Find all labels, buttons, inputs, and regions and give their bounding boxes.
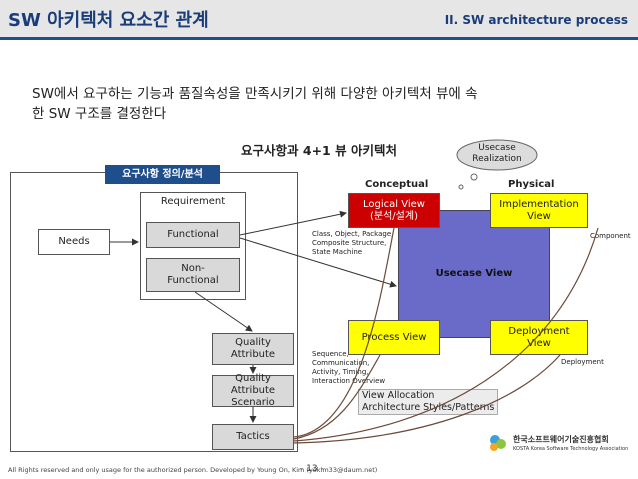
tactics-to-deployment-curve	[293, 354, 561, 444]
usecase-view-label: Usecase View	[435, 268, 513, 279]
quality-attribute-label-2: Attribute	[230, 349, 276, 360]
functional-to-usecase-arrow	[239, 237, 397, 288]
allocation-line-1: View Allocation	[362, 390, 435, 401]
functional-to-logical-arrow	[239, 210, 347, 236]
usecase-view-box	[398, 210, 550, 338]
tactics-box: Tactics	[212, 424, 294, 450]
nonfunctional-label-2: Functional	[167, 275, 219, 286]
usecase-realization-line-1: Usecase	[478, 143, 516, 153]
functional-box: Functional	[146, 222, 240, 248]
logical-view-box: Logical View (분석/설계)	[348, 193, 440, 228]
deployment-note: Deployment	[561, 358, 604, 366]
quality-attribute-label-1: Quality	[235, 337, 271, 348]
logo-english: KOSTA Korea Software Technology Associat…	[513, 446, 629, 452]
qa-scenario-label-1: Quality Attribute	[230, 373, 276, 396]
process-view-note: Sequence, Communication, Activity, Timin…	[312, 350, 385, 386]
process-note-line-3: Activity, Timing,	[312, 368, 369, 376]
process-note-line-4: Interaction Overview	[312, 377, 386, 385]
kosta-logo: 한국소프트웨어기술진흥협회 KOSTA Korea Software Techn…	[487, 424, 635, 466]
needs-label: Needs	[58, 236, 90, 247]
process-note-line-1: Sequence,	[312, 350, 349, 358]
logical-note-line-3: State Machine	[312, 248, 363, 256]
nonfunctional-to-quality-arrow	[194, 291, 253, 332]
header-band	[0, 0, 638, 40]
deployment-view-label-1: Deployment	[508, 325, 570, 337]
intro-line-2: 한 SW 구조를 결정한다	[32, 106, 167, 122]
component-note: Component	[590, 232, 631, 240]
tactics-label: Tactics	[236, 431, 270, 442]
deployment-view-label-2: View	[527, 337, 551, 349]
implementation-view-label-1: Implementation	[499, 198, 579, 210]
section-label: II. SW architecture process	[444, 13, 628, 27]
allocation-line-2: Architecture Styles/Patterns	[362, 402, 495, 413]
nonfunctional-box: Non- Functional	[146, 258, 240, 292]
tactics-to-implementation-curve	[293, 227, 599, 442]
qa-scenario-label-2: Scenario	[231, 397, 275, 408]
nonfunctional-label-1: Non-	[181, 263, 205, 274]
process-note-line-2: Communication,	[312, 359, 370, 367]
usecase-realization-label: Usecase Realization	[457, 143, 537, 165]
thought-bubble-2	[458, 184, 464, 190]
page-title: SW 아키텍처 요소간 관계	[8, 10, 209, 31]
requirement-label: Requirement	[160, 196, 226, 207]
intro-text: SW에서 요구하는 기능과 품질속성을 만족시키기 위해 다양한 아키텍처 뷰에…	[32, 84, 612, 124]
logical-note-line-1: Class, Object, Package,	[312, 230, 394, 238]
physical-label: Physical	[508, 179, 555, 190]
process-view-box: Process View	[348, 320, 440, 355]
tactics-to-process-curve	[293, 354, 381, 440]
qa-scenario-box: Quality Attribute Scenario	[212, 373, 294, 408]
logical-view-note: Class, Object, Package, Composite Struct…	[312, 230, 393, 257]
intro-line-1: SW에서 요구하는 기능과 품질속성을 만족시키기 위해 다양한 아키텍처 뷰에…	[32, 86, 478, 102]
implementation-view-label-2: View	[527, 210, 551, 222]
needs-box: Needs	[38, 229, 110, 255]
usecase-realization-line-2: Realization	[472, 154, 522, 164]
usecase-realization-cloud	[456, 139, 538, 171]
conceptual-label: Conceptual	[365, 179, 429, 190]
implementation-view-box: Implementation View	[490, 193, 588, 228]
deployment-view-box: Deployment View	[490, 320, 588, 355]
page-number: - 13 -	[300, 464, 324, 474]
logical-view-label-1: Logical View	[363, 198, 425, 210]
requirements-tag: 요구사항 정의/분석	[105, 165, 220, 184]
rights-footer: All Rights reserved and only usage for t…	[8, 466, 378, 474]
process-view-label: Process View	[361, 331, 427, 343]
quality-attribute-box: Quality Attribute	[212, 333, 294, 365]
thought-bubble-1	[470, 173, 478, 181]
logo-korean: 한국소프트웨어기술진흥협회	[513, 435, 609, 444]
logical-view-label-2: (분석/설계)	[370, 210, 418, 222]
tactics-to-logical-curve	[293, 227, 395, 438]
functional-label: Functional	[167, 229, 219, 240]
kosta-logo-icon	[490, 435, 506, 451]
logical-note-line-2: Composite Structure,	[312, 239, 387, 247]
diagram-title: 요구사항과 4+1 뷰 아키텍처	[241, 143, 397, 158]
